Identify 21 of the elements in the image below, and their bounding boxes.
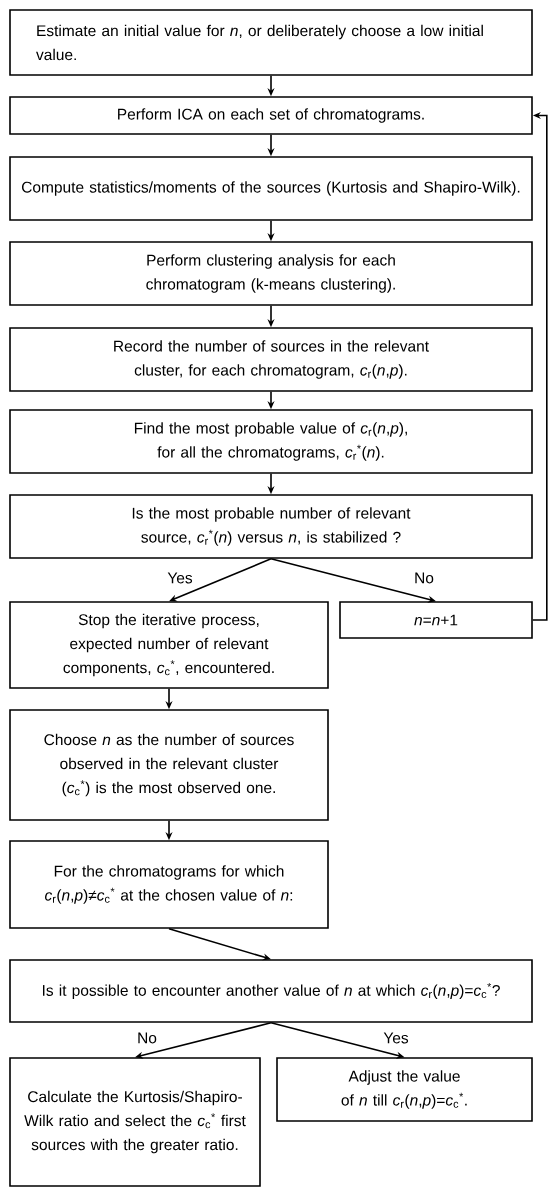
process-box: Find the most probable value of c$_{r}$(n,p), for all the chromatograms, c$_{r}$$^{*}$(n).: [9, 409, 533, 474]
process-box: n=n+1: [339, 601, 533, 639]
process-box: Record the number of sources in the relevant cluster, for each chromatogram, c$_{r}$(n,p).: [9, 327, 533, 392]
arrow: [270, 558, 436, 603]
edge-label: Yes: [167, 572, 193, 584]
process-box: Stop the iterative process, expected number of relevant components, c$_{c}$$^{*}$, encountered.: [9, 601, 329, 689]
process-box: For the chromatograms for which c$_{r}$(n,p)≠c$_{c}$$^{*}$ at the chosen value of n:: [9, 840, 329, 929]
process-box: Perform ICA on each set of chromatograms.: [9, 96, 533, 135]
arrow: [135, 1022, 272, 1059]
process-box: Calculate the Kurtosis/Shapiro-Wilk ratio and select the c$_{c}$$^{*}$ first sources with the greater ratio.: [9, 1057, 261, 1187]
process-box: Is the most probable number of relevant source, c$_{r}$$^{*}$(n) versus n, is stabilized ?: [9, 494, 533, 559]
edge-label: No: [138, 1032, 157, 1044]
process-box: Perform clustering analysis for each chromatogram (k-means clustering).: [9, 241, 533, 306]
edge-label: Yes: [383, 1032, 409, 1044]
process-box: Is it possible to encounter another value of n at which c$_{r}$(n,p)=c$_{c}$$^{*}$?: [9, 959, 533, 1023]
edge-label: No: [415, 572, 434, 584]
process-box: Adjust the value of n till c$_{r}$(n,p)=c$_{c}$$^{*}$.: [276, 1057, 533, 1122]
process-box: Choose n as the number of sources observed in the relevant cluster (c$_{c}$$^{*}$) is the most observed one.: [9, 709, 329, 821]
process-box: Compute statistics/moments of the sources (Kurtosis and Shapiro-Wilk).: [9, 156, 533, 221]
process-box: Estimate an initial value for n, or deliberately choose a low initial value.: [9, 9, 533, 76]
arrow: [169, 558, 272, 602]
